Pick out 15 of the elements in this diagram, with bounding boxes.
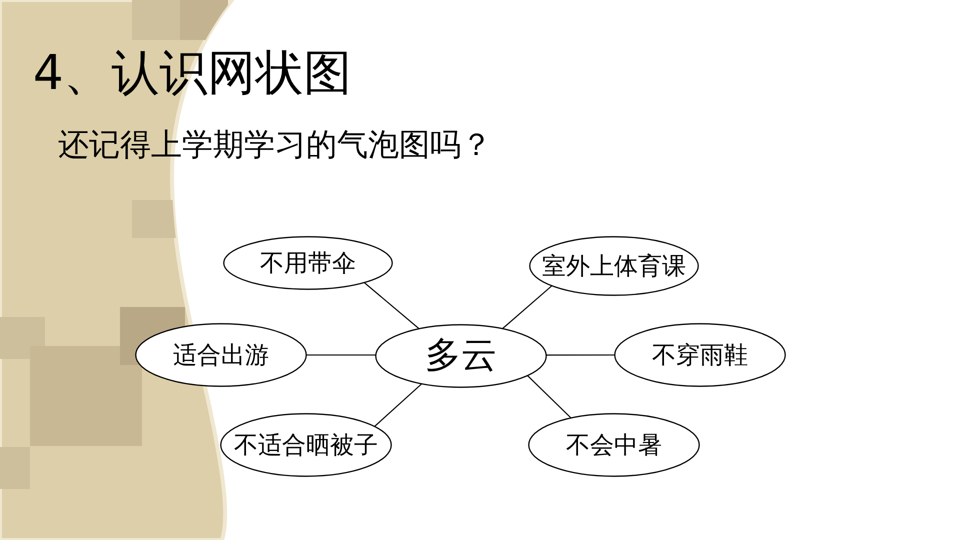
connector-line bbox=[364, 282, 420, 330]
center-ellipse: 多云 bbox=[375, 324, 547, 388]
subtitle-question: 还记得上学期学习的气泡图吗？ bbox=[58, 128, 492, 162]
connector-line bbox=[374, 383, 422, 427]
slide-title: 4、认识网状图 bbox=[33, 47, 352, 100]
bubble-ellipse: 适合出游 bbox=[135, 323, 307, 387]
bubble-ellipse: 不穿雨鞋 bbox=[614, 323, 786, 387]
bubble-ellipse: 不适合晒被子 bbox=[220, 413, 392, 477]
connector-line bbox=[502, 285, 552, 330]
connector-line bbox=[306, 354, 376, 356]
bubble-ellipse: 室外上体育课 bbox=[529, 236, 699, 296]
connector-line bbox=[546, 354, 615, 356]
bubble-ellipse: 不会中暑 bbox=[528, 413, 700, 477]
connector-line bbox=[527, 375, 572, 418]
bubble-ellipse: 不用带伞 bbox=[223, 236, 393, 290]
